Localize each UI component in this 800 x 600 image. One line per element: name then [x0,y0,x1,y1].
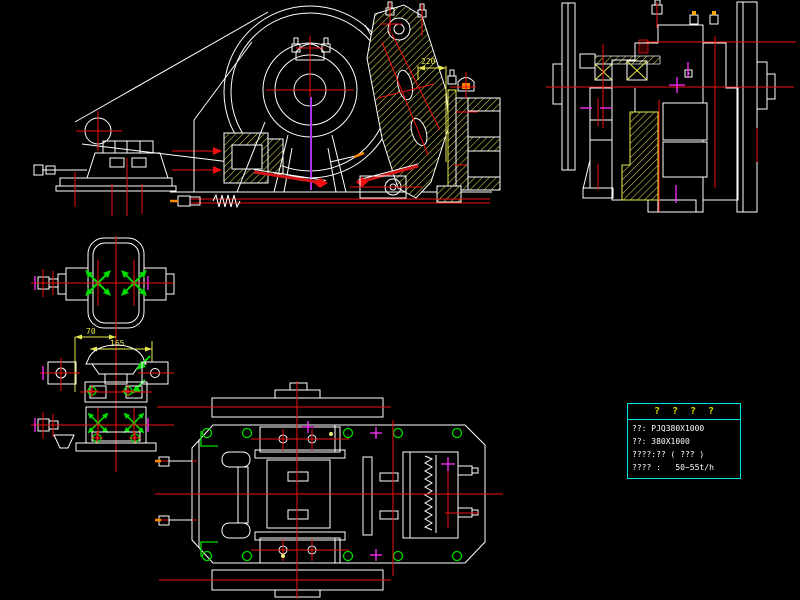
upper-bearing [251,421,349,459]
spec-header-cell: ? [671,406,678,417]
spec-header-cell: ? [653,406,660,417]
bearing-block [172,132,284,184]
centerlines-plan [155,381,503,599]
left-protruding-bolts [155,456,197,526]
green-bolt-marks [200,427,463,562]
magenta-marks-plan [370,427,382,561]
motor-dimensions: 70 165 [74,327,153,392]
centerlines-side [546,2,796,212]
plan-view[interactable] [155,380,505,600]
bottom-assembly [31,406,174,452]
magenta-marks-side [580,62,689,203]
spec-row-size: ??: 380X1000 [632,437,690,446]
side-view[interactable] [540,0,798,225]
spec-row-model: ??: PJQ380X1000 [632,424,705,433]
lower-block [80,381,152,403]
central-parts [221,451,399,539]
eccentric-shaft [262,36,358,190]
side-brackets [40,358,174,391]
bottom-flywheel [159,569,391,598]
lower-bearing [251,531,349,564]
motor-pulley-assembly [33,111,177,216]
motor-top-view[interactable]: 70 165 [28,232,178,477]
toggle-mechanism [253,151,422,199]
dimension-label-70: 70 [86,327,96,336]
centerlines-motor [31,236,174,472]
right-flywheel [736,1,776,213]
right-section [402,451,479,539]
jaw-gap-dimension: 220 [417,57,447,162]
fixed-jaw-wall [436,69,501,203]
body [611,0,739,213]
spec-row-capacity: ???? : 50~55t/h [632,463,714,472]
spec-header-cell: ? [690,406,697,417]
spec-table: ? ? ? ? ??: PJQ380X1000 ??: 380X1000 ???… [627,403,741,479]
spec-row-type: ????:?? ( ??? ) [632,450,705,459]
pulley-dome [85,344,151,394]
dimension-label-jaw-gap: 220 [421,57,436,66]
top-flywheel [157,382,391,418]
spec-table-header: ? ? ? ? [628,404,740,420]
hatch-block [621,111,659,201]
spec-header-cell: ? [708,406,715,417]
front-view[interactable]: 220 [30,0,510,235]
tension-rod [170,193,490,209]
swing-jaw [366,1,450,199]
dimension-label-165: 165 [110,339,125,348]
spec-table-body: ??: PJQ380X1000 ??: 380X1000 ????:?? ( ?… [628,420,740,476]
